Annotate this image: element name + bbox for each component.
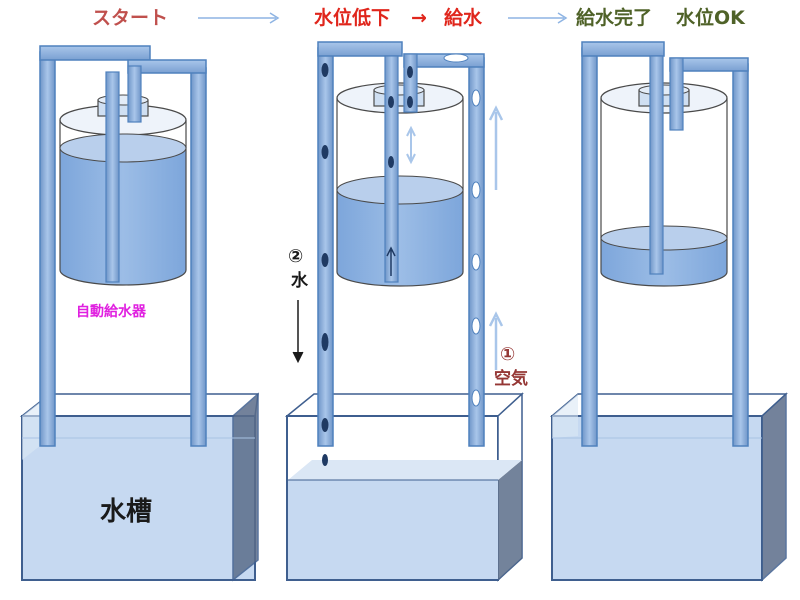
water-drop [321, 418, 329, 432]
header: スタート 水位低下 → 給水 給水完了 水位OK [92, 6, 746, 29]
flow-arrow-2-head [557, 12, 568, 24]
aquarium-tank-3 [549, 392, 788, 582]
air-label: 空気 [494, 368, 528, 389]
panel-complete [549, 41, 788, 582]
step-arrow-glyph: → [411, 7, 427, 29]
feeder-bottle-2 [336, 53, 464, 287]
step-start-label: スタート [92, 7, 168, 29]
water-number-label: ② [288, 246, 303, 267]
air-bubble [471, 317, 481, 335]
up-arrow-icon [386, 246, 396, 276]
device-label: 自動給水器 [76, 303, 147, 320]
step-supply-label: 給水 [444, 6, 483, 29]
feeder-frame-2 [317, 41, 485, 466]
water-label: 水 [291, 270, 309, 291]
air-number-label: ① [500, 344, 515, 365]
water-drop [321, 145, 329, 159]
step-level-drop-label: 水位低下 [314, 6, 390, 29]
water-drop [321, 253, 329, 267]
feeder-frame-3 [581, 41, 749, 447]
water-drop [321, 333, 329, 351]
feeder-bottle-1 [59, 65, 187, 286]
panel-start: 自動給水器 水槽 [19, 45, 259, 582]
feeder-frame-1 [39, 45, 207, 447]
step-level-ok-label: 水位OK [676, 6, 746, 29]
water-drop [321, 63, 329, 77]
aquarium-tank-1 [19, 392, 259, 582]
water-drop [322, 454, 328, 466]
panel-supply: ② 水 ① 空気 [284, 41, 528, 582]
air-bubble [471, 253, 481, 271]
feeder-bottle-3 [600, 55, 728, 287]
air-bubble [471, 389, 481, 407]
aquarium-tank-2 [284, 392, 524, 582]
air-bubble [471, 181, 481, 199]
tank-label: 水槽 [100, 497, 152, 527]
flow-arrow-1-head [269, 12, 280, 24]
air-bubble [471, 89, 481, 107]
step-complete-label: 給水完了 [576, 6, 652, 29]
